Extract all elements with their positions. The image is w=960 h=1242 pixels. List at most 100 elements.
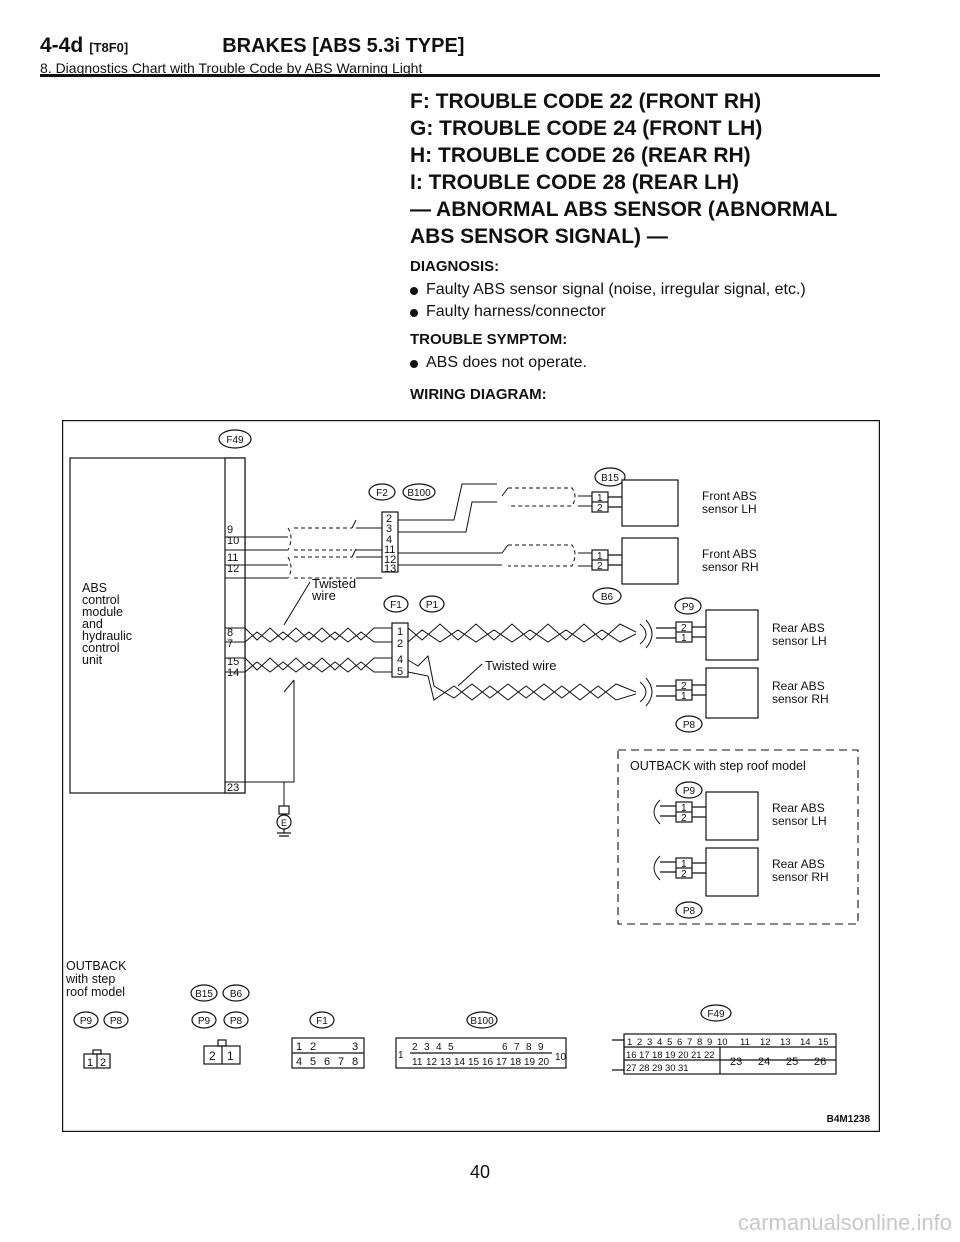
svg-text:sensor RH: sensor RH xyxy=(772,870,829,884)
front-lh-connector: 1 2 xyxy=(591,479,679,527)
connector-f49-bubble: F49 xyxy=(218,429,252,449)
svg-text:23: 23 xyxy=(730,1056,742,1068)
svg-text:9: 9 xyxy=(707,1037,712,1048)
outback-rear-rh-connector: 1 2 xyxy=(660,847,759,897)
svg-text:Front ABS: Front ABS xyxy=(702,547,757,561)
connector-f1-block xyxy=(391,622,409,678)
svg-text:sensor LH: sensor LH xyxy=(702,502,757,516)
page-title: BRAKES [ABS 5.3i TYPE] xyxy=(222,35,465,57)
section-code: 4-4d[T8F0] xyxy=(40,34,129,57)
header-rule xyxy=(40,74,880,77)
list-item: Faulty harness/connector xyxy=(410,301,880,323)
svg-text:9: 9 xyxy=(538,1042,544,1053)
page-subtitle: 8. Diagnostics Chart with Trouble Code b… xyxy=(40,60,423,76)
svg-text:1: 1 xyxy=(87,1057,93,1069)
rear-rh-connector: 2 1 xyxy=(656,667,759,719)
svg-text:1: 1 xyxy=(597,493,603,504)
svg-text:1: 1 xyxy=(681,633,687,644)
svg-text:15: 15 xyxy=(468,1057,480,1068)
svg-text:P9: P9 xyxy=(80,1016,93,1027)
svg-text:31: 31 xyxy=(678,1063,689,1074)
unit-pins: 9 10 11 12 8 7 15 14 23 xyxy=(227,524,239,794)
footer-bubble-b100: B100 xyxy=(466,1011,498,1029)
connector-p8-bubble: P8 xyxy=(675,715,703,733)
svg-text:20: 20 xyxy=(678,1050,689,1061)
svg-text:1: 1 xyxy=(227,1049,234,1063)
svg-text:5: 5 xyxy=(667,1037,672,1048)
unit-pin-strip xyxy=(224,457,246,794)
svg-text:2: 2 xyxy=(100,1057,106,1069)
page-number: 40 xyxy=(469,1162,491,1182)
svg-text:P8: P8 xyxy=(110,1016,123,1027)
connector-face-f1: 1 2 3 4 5 6 7 8 xyxy=(291,1037,365,1069)
symptom-heading: TROUBLE SYMPTOM: xyxy=(410,331,568,348)
svg-text:F1: F1 xyxy=(390,600,402,611)
figure-code: B4M1238 xyxy=(827,1114,871,1125)
wiring-diagram-heading: WIRING DIAGRAM: xyxy=(410,386,547,403)
svg-text:14: 14 xyxy=(454,1057,466,1068)
front-lh-sensor-box xyxy=(621,479,679,527)
connector-b6-bubble: B6 xyxy=(592,587,622,605)
svg-text:E: E xyxy=(281,818,287,828)
svg-text:Rear ABS: Rear ABS xyxy=(772,801,825,815)
svg-text:14: 14 xyxy=(800,1037,811,1048)
svg-text:B6: B6 xyxy=(230,989,243,1000)
svg-text:P9: P9 xyxy=(682,602,695,613)
svg-text:8: 8 xyxy=(526,1042,532,1053)
svg-text:1: 1 xyxy=(296,1041,302,1053)
svg-text:2: 2 xyxy=(681,813,687,824)
svg-text:8: 8 xyxy=(352,1056,358,1068)
connector-f2-bubble: F2 xyxy=(368,483,396,501)
svg-text:28: 28 xyxy=(639,1063,650,1074)
svg-text:5: 5 xyxy=(310,1056,316,1068)
rear-lh-sensor-box xyxy=(705,609,759,661)
svg-text:Twisted wire: Twisted wire xyxy=(485,658,557,673)
svg-text:P1: P1 xyxy=(426,600,439,611)
svg-text:B6: B6 xyxy=(601,592,614,603)
svg-text:with step: with step xyxy=(65,972,115,986)
outback-p8-bubble: P8 xyxy=(675,901,703,919)
svg-text:12: 12 xyxy=(760,1037,771,1048)
svg-text:Twisted: Twisted xyxy=(312,576,356,591)
svg-text:5: 5 xyxy=(397,666,403,678)
svg-text:13: 13 xyxy=(780,1037,791,1048)
page-header: 4-4d[T8F0] BRAKES [ABS 5.3i TYPE] 8. Dia… xyxy=(40,34,880,76)
symptom-list: ABS does not operate. xyxy=(410,352,880,374)
ground-e-symbol: E xyxy=(276,805,292,837)
svg-text:B100: B100 xyxy=(407,488,431,499)
svg-text:Rear ABS: Rear ABS xyxy=(772,679,825,693)
outback-p9-bubble: P9 xyxy=(675,781,703,799)
svg-text:sensor RH: sensor RH xyxy=(772,692,829,706)
svg-text:F49: F49 xyxy=(226,435,244,446)
svg-text:30: 30 xyxy=(665,1063,676,1074)
svg-text:B15: B15 xyxy=(195,989,213,1000)
footer-bubbles-col1: P9 P8 xyxy=(73,1011,129,1029)
svg-text:P9: P9 xyxy=(683,786,696,797)
svg-text:7: 7 xyxy=(227,638,233,650)
svg-text:24: 24 xyxy=(758,1056,770,1068)
svg-text:4: 4 xyxy=(296,1056,302,1068)
svg-text:1: 1 xyxy=(627,1037,632,1048)
svg-text:26: 26 xyxy=(814,1056,826,1068)
connector-f2-block xyxy=(381,511,399,573)
diagnosis-list: Faulty ABS sensor signal (noise, irregul… xyxy=(410,279,880,323)
svg-text:8: 8 xyxy=(227,627,233,639)
list-item: Faulty ABS sensor signal (noise, irregul… xyxy=(410,279,880,301)
svg-text:11: 11 xyxy=(384,544,395,556)
rear-rh-sensor-box xyxy=(705,667,759,719)
svg-text:Rear ABS: Rear ABS xyxy=(772,857,825,871)
svg-text:P8: P8 xyxy=(230,1016,243,1027)
svg-text:27: 27 xyxy=(626,1063,637,1074)
svg-text:P9: P9 xyxy=(198,1016,211,1027)
front-rh-sensor-box xyxy=(621,537,679,585)
svg-text:7: 7 xyxy=(687,1037,692,1048)
svg-text:16: 16 xyxy=(482,1057,494,1068)
trouble-code-section: F: TROUBLE CODE 22 (FRONT RH) G: TROUBLE… xyxy=(410,88,880,374)
svg-text:15: 15 xyxy=(818,1037,829,1048)
svg-text:1: 1 xyxy=(597,551,603,562)
connector-p9-bubble: P9 xyxy=(674,597,702,615)
svg-text:OUTBACK: OUTBACK xyxy=(66,959,127,973)
svg-text:13: 13 xyxy=(384,563,396,575)
svg-text:sensor LH: sensor LH xyxy=(772,814,827,828)
footer-bubbles-col2: B15 B6 P9 P8 xyxy=(190,984,250,1029)
